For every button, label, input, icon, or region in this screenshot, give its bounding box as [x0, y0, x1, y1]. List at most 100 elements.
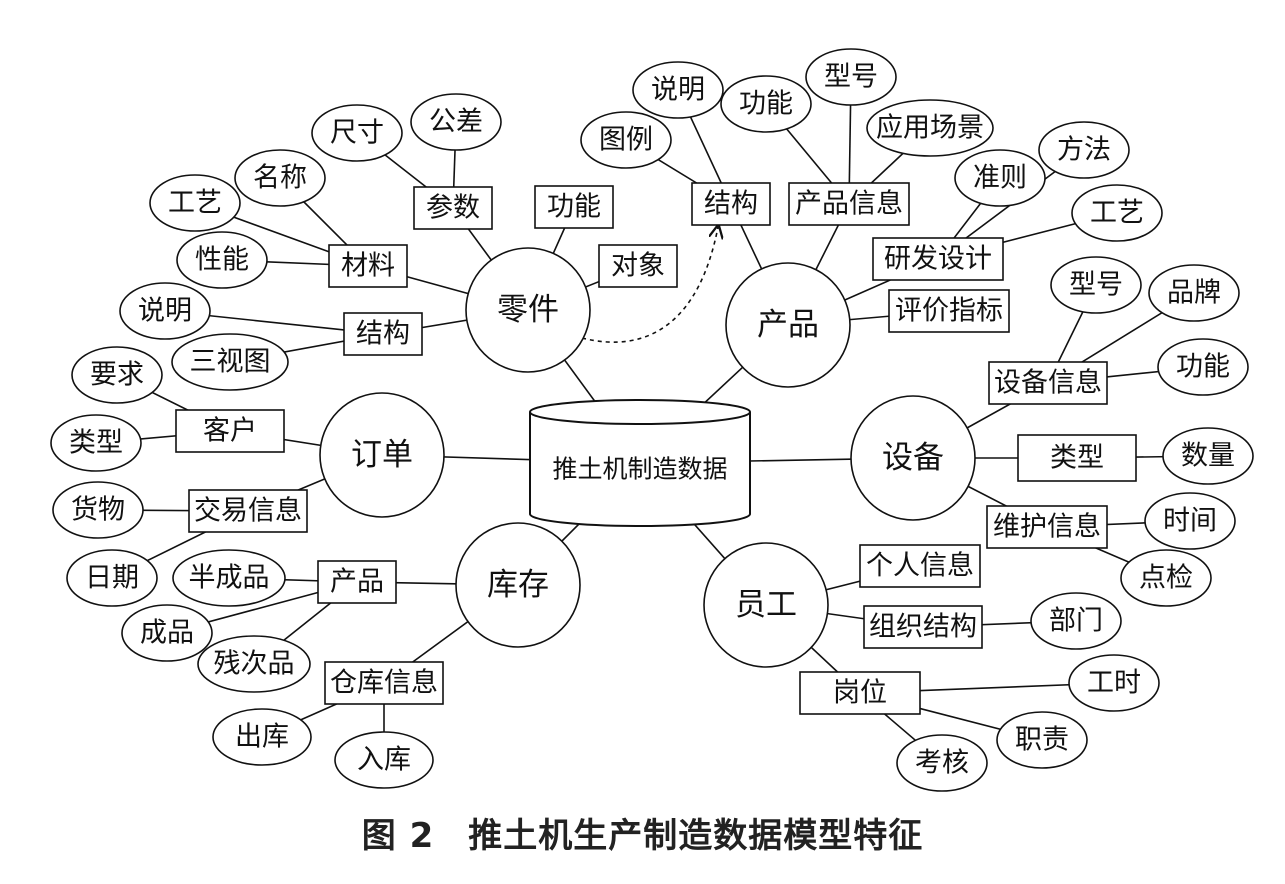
- database-cylinder-body: [529, 412, 751, 527]
- node-r_trade: 交易信息: [188, 489, 308, 533]
- attribute-ellipse: [805, 48, 897, 106]
- node-r_warehouse: 仓库信息: [324, 661, 444, 705]
- node-label: 考核: [915, 748, 969, 779]
- node-label: 研发设计: [884, 244, 992, 275]
- node-e_finished: 成品: [121, 604, 213, 662]
- attribute-box: [788, 182, 910, 226]
- node-label: 设备信息: [994, 368, 1102, 399]
- node-label: 准则: [973, 163, 1027, 194]
- node-r_customer: 客户: [175, 409, 285, 453]
- attribute-box: [872, 237, 1004, 281]
- node-label: 出库: [235, 722, 289, 753]
- diagram-nodes: 推土机制造数据零件产品订单设备库存员工参数功能对象材料结构公差尺寸名称工艺性能说…: [50, 48, 1254, 792]
- attribute-ellipse: [1148, 264, 1240, 322]
- node-label: 个人信息: [866, 551, 974, 582]
- attribute-box: [317, 560, 397, 604]
- node-label: 方法: [1057, 135, 1111, 166]
- node-label: 维护信息: [993, 512, 1101, 543]
- node-label: 时间: [1163, 506, 1217, 537]
- attribute-ellipse: [66, 549, 158, 607]
- category-circle: [465, 247, 591, 373]
- node-label: 工艺: [1090, 198, 1144, 229]
- node-label: 功能: [1176, 352, 1230, 383]
- attribute-ellipse: [632, 61, 724, 119]
- category-circle: [725, 262, 851, 388]
- attribute-box: [413, 186, 493, 230]
- node-e_model_t: 型号: [805, 48, 897, 106]
- attribute-ellipse: [176, 231, 268, 289]
- attribute-box: [859, 544, 981, 588]
- node-r_rd: 研发设计: [872, 237, 1004, 281]
- node-e_desc_l: 说明: [119, 282, 211, 340]
- figure-title: 推土机生产制造数据模型特征: [468, 816, 924, 856]
- node-e_semi: 半成品: [172, 549, 286, 607]
- node-label: 产品信息: [795, 189, 903, 220]
- node-label: 名称: [253, 163, 307, 194]
- node-label: 零件: [497, 292, 559, 328]
- node-label: 仓库信息: [330, 668, 438, 699]
- node-c_product: 产品: [725, 262, 851, 388]
- node-e_func_r: 功能: [1157, 338, 1249, 396]
- attribute-ellipse: [50, 414, 142, 472]
- node-label: 功能: [547, 192, 601, 223]
- attribute-ellipse: [896, 734, 988, 792]
- node-e_craft_l: 工艺: [149, 174, 241, 232]
- node-label: 图例: [599, 125, 653, 156]
- attribute-box: [188, 489, 308, 533]
- node-label: 说明: [138, 296, 192, 327]
- dashed-arrow-c_part-r_prod_struct: [581, 227, 718, 343]
- node-label: 设备: [882, 440, 944, 476]
- node-e_size: 尺寸: [311, 104, 403, 162]
- node-e_hours: 工时: [1068, 654, 1160, 712]
- attribute-ellipse: [334, 731, 434, 789]
- node-e_scene: 应用场景: [866, 99, 994, 157]
- node-label: 岗位: [833, 678, 887, 709]
- node-r_maint: 维护信息: [986, 505, 1108, 549]
- node-label: 应用场景: [876, 113, 984, 144]
- node-c_part: 零件: [465, 247, 591, 373]
- node-label: 部门: [1049, 606, 1103, 637]
- attribute-ellipse: [119, 282, 211, 340]
- attribute-ellipse: [212, 708, 312, 766]
- node-label: 成品: [140, 618, 194, 649]
- node-e_require: 要求: [71, 346, 163, 404]
- node-c_order: 订单: [319, 392, 445, 518]
- node-r_material: 材料: [328, 244, 408, 288]
- node-e_time: 时间: [1144, 492, 1236, 550]
- node-e_method: 方法: [1038, 121, 1130, 179]
- node-r_part_struct: 结构: [343, 312, 423, 356]
- attribute-box: [863, 605, 983, 649]
- node-r_personal: 个人信息: [859, 544, 981, 588]
- node-label: 对象: [611, 251, 665, 282]
- node-center: 推土机制造数据: [529, 399, 751, 527]
- node-r_stock_prod: 产品: [317, 560, 397, 604]
- node-label: 参数: [426, 193, 480, 224]
- node-label: 型号: [1069, 270, 1123, 301]
- node-label: 结构: [356, 319, 410, 350]
- attribute-ellipse: [121, 604, 213, 662]
- node-label: 交易信息: [194, 496, 302, 527]
- attribute-ellipse: [580, 111, 672, 169]
- node-label: 员工: [735, 587, 797, 623]
- attribute-ellipse: [1162, 427, 1254, 485]
- node-label: 库存: [487, 567, 549, 603]
- attribute-ellipse: [1038, 121, 1130, 179]
- attribute-box: [534, 185, 614, 229]
- node-label: 组织结构: [869, 612, 977, 643]
- node-r_object: 对象: [598, 244, 678, 288]
- node-label: 入库: [357, 745, 411, 776]
- node-label: 品牌: [1167, 278, 1221, 309]
- attribute-ellipse: [311, 104, 403, 162]
- category-circle: [850, 395, 976, 521]
- node-e_type_l: 类型: [50, 414, 142, 472]
- attribute-ellipse: [410, 93, 502, 151]
- node-e_model_r: 型号: [1050, 256, 1142, 314]
- node-label: 日期: [85, 563, 139, 594]
- node-e_inspect: 点检: [1120, 549, 1212, 607]
- attribute-box: [343, 312, 423, 356]
- attribute-box: [986, 505, 1108, 549]
- node-label: 职责: [1015, 725, 1069, 756]
- node-e_out: 出库: [212, 708, 312, 766]
- node-label: 点检: [1139, 563, 1193, 594]
